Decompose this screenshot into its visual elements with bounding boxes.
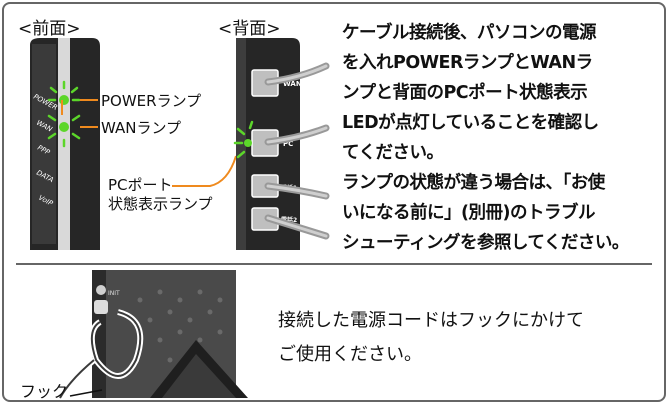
power-lamp-label: POWERランプ <box>101 92 202 110</box>
back-port-label-pc: PC <box>283 140 293 148</box>
instruction-line: 接続した電源コードはフックにかけて <box>278 310 584 331</box>
bottom-instructions: 接続した電源コードはフックにかけて ご使用ください。 <box>278 304 658 372</box>
instruction-line: ンプと背面のPCポート状態表示 <box>342 83 588 103</box>
instruction-line: ご使用ください。 <box>278 344 422 365</box>
top-instructions: ケーブル接続後、パソコンの電源 を入れPOWERランプとWANラ ンプと背面のP… <box>342 18 660 258</box>
wan-lamp-label: WANランプ <box>101 119 182 137</box>
back-port-label-tel2: 電話2 <box>281 216 297 224</box>
instruction-line: LEDが点灯していることを確認し <box>342 113 599 133</box>
instruction-line: いになる前に」(別冊)のトラブル <box>342 203 596 223</box>
power-lamp-glow <box>47 80 81 102</box>
front-device-illustration: POWER WAN PPP DATA VoIP <box>30 38 100 250</box>
hook-label: フック <box>20 382 69 401</box>
instruction-line: シューティングを参照してください。 <box>342 233 629 253</box>
front-caption: <前面> <box>18 19 81 39</box>
power-cord-hook-illustration: INIT <box>57 270 248 400</box>
instruction-line: ケーブル接続後、パソコンの電源 <box>342 23 596 43</box>
wan-lamp-glow <box>47 114 81 148</box>
instruction-line: てください。 <box>342 143 444 163</box>
init-label: INIT <box>108 290 120 297</box>
back-port-label-wan: WAN <box>283 80 302 88</box>
back-caption: <背面> <box>218 19 281 39</box>
instruction-line: を入れPOWERランプとWANラ <box>342 53 593 73</box>
back-device-illustration: WAN PC 電話1 電話2 <box>233 38 330 250</box>
pc-lamp-label-line2: 状態表示ランプ <box>108 195 213 213</box>
section-divider <box>16 263 652 265</box>
pc-lamp-label-line1: PCポート <box>108 176 173 194</box>
instruction-line: ランプの状態が違う場合は、「お使 <box>342 173 605 193</box>
pc-lamp-callout-line <box>172 155 237 187</box>
